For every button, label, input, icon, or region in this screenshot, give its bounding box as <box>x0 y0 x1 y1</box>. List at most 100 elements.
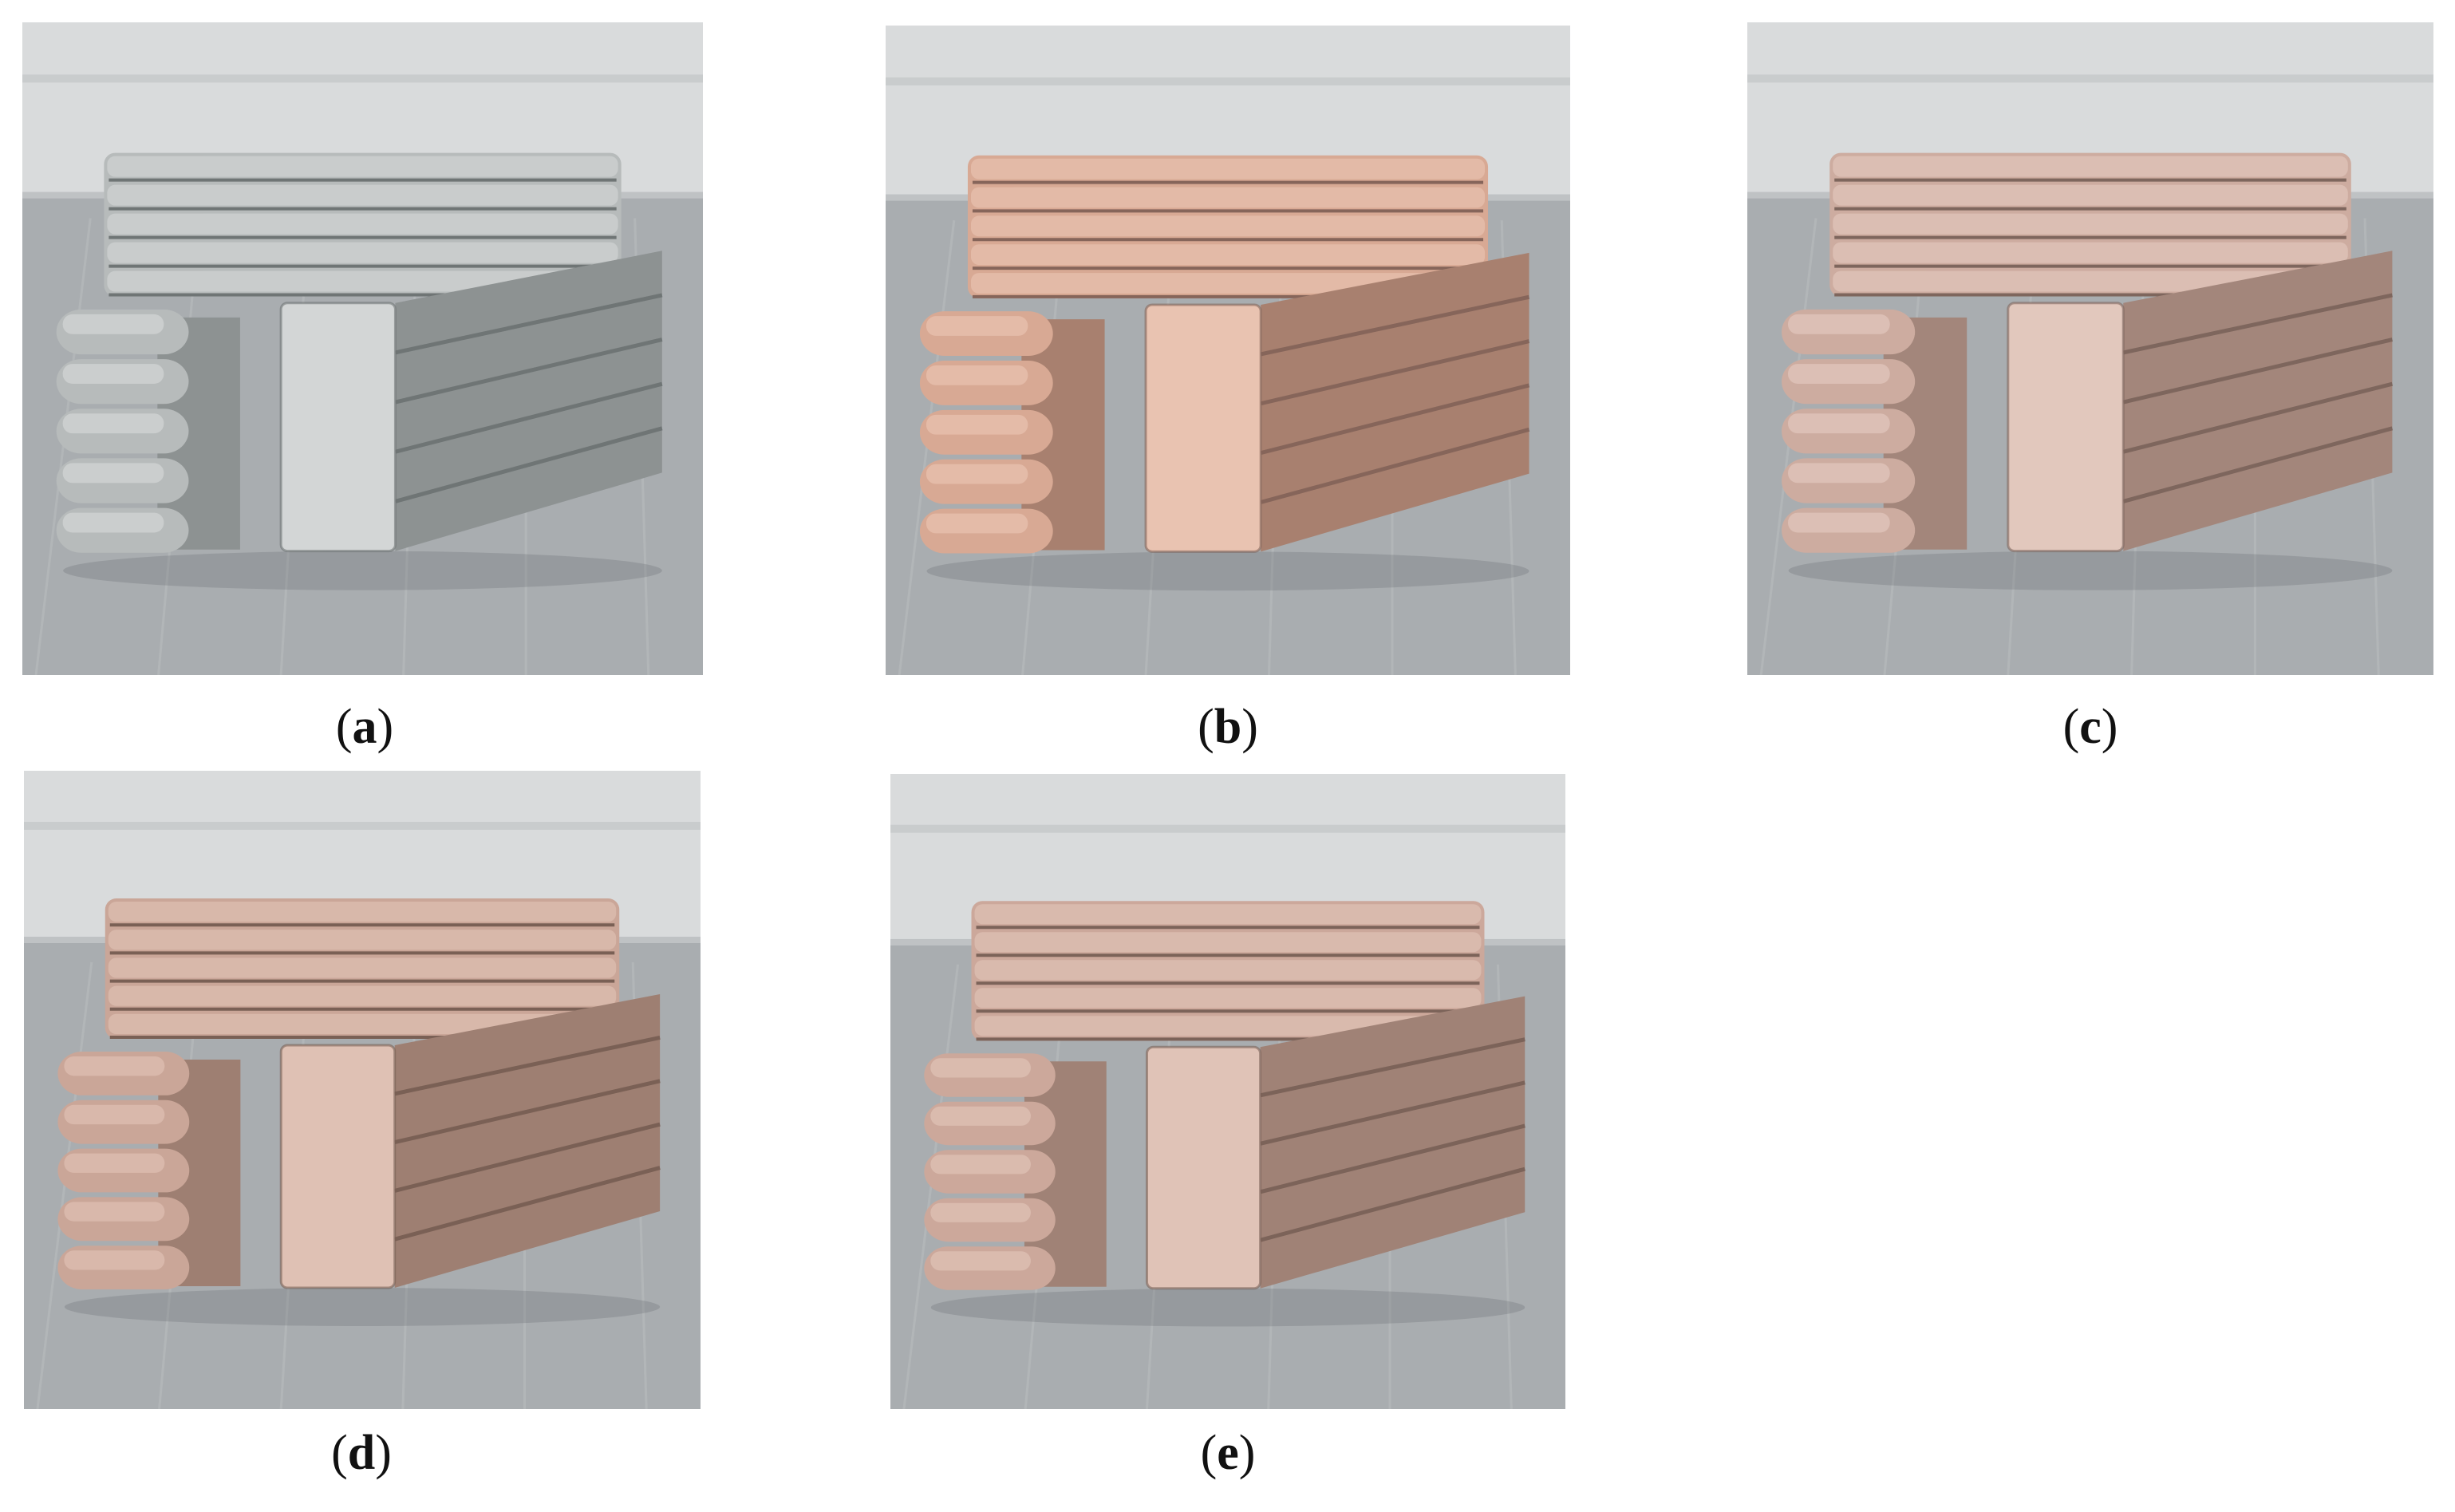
top-block-layer <box>974 932 1482 953</box>
right-block-side <box>1260 996 1525 1289</box>
right-block-layer-groove <box>1260 427 1530 504</box>
blocks-shadow <box>930 1288 1525 1327</box>
left-block-highlight <box>62 364 164 384</box>
right-block-layer-groove <box>2122 426 2394 503</box>
top-block-layer <box>970 244 1486 266</box>
right-block-layer-groove <box>2122 293 2393 355</box>
left-block-highlight <box>930 1155 1031 1174</box>
table-scratch <box>902 964 960 1409</box>
right-block-cut-face <box>281 302 396 551</box>
photo-panel-e <box>890 774 1565 1409</box>
right-block-layer-groove <box>394 426 663 503</box>
right-block-layer-groove <box>394 1035 661 1096</box>
right-block-layer-groove <box>394 1122 661 1193</box>
photo-panel-a <box>22 22 703 675</box>
wall-seam <box>1747 74 2433 83</box>
right-block-cut-face <box>281 1045 395 1288</box>
right-block-side <box>395 251 662 551</box>
top-block-layer <box>107 156 618 177</box>
right-block-layer-groove <box>2122 381 2394 454</box>
right-block-face-outline <box>2007 302 2125 553</box>
top-block-layer <box>108 902 617 922</box>
top-block-layer <box>974 960 1482 981</box>
left-block-highlight <box>926 464 1028 484</box>
printed-blocks-photo-d <box>24 771 701 1409</box>
wall-seam <box>886 77 1570 86</box>
top-block-layer <box>107 242 618 263</box>
left-block-highlight <box>926 513 1028 534</box>
caption-b: (b) <box>1198 700 1258 754</box>
left-block-highlight <box>62 314 164 334</box>
left-block-highlight <box>926 414 1028 435</box>
top-block-layer <box>1833 242 2348 263</box>
left-block-highlight <box>1788 413 1890 434</box>
top-block-layer <box>108 930 617 950</box>
caption-d: (d) <box>331 1426 392 1480</box>
left-block-highlight <box>930 1106 1031 1126</box>
left-block-highlight <box>64 1153 165 1173</box>
right-block-layer-groove <box>1260 339 1530 406</box>
printed-blocks-photo-c <box>1747 22 2433 675</box>
right-block-layer-groove <box>394 381 663 454</box>
top-block-layer <box>970 187 1486 208</box>
right-block-layer-groove <box>1259 1167 1525 1242</box>
left-block-highlight <box>62 463 164 484</box>
top-block-layer <box>1833 184 2348 206</box>
right-block-layer-groove <box>1260 1037 1525 1098</box>
left-block-highlight <box>930 1251 1031 1271</box>
top-block-layer <box>970 158 1486 180</box>
right-block-side <box>2123 251 2393 551</box>
left-block-highlight <box>62 512 164 533</box>
left-block-highlight <box>926 365 1028 385</box>
right-block-face-outline <box>279 1044 397 1289</box>
blocks-shadow <box>64 1288 661 1326</box>
table-scratch <box>34 218 92 675</box>
top-block-layer <box>108 985 617 1006</box>
photo-panel-c <box>1747 22 2433 675</box>
right-block-layer-groove <box>394 1079 661 1145</box>
top-block-layer <box>1833 156 2348 177</box>
left-block-highlight <box>1788 463 1890 484</box>
photo-panel-d <box>24 771 701 1409</box>
wall-seam <box>24 822 701 830</box>
printed-blocks-photo-b <box>886 26 1570 675</box>
right-block-layer-groove <box>394 1166 661 1242</box>
left-block-highlight <box>930 1202 1031 1222</box>
top-block-layer <box>970 215 1486 237</box>
top-block-layer <box>974 988 1482 1009</box>
right-block-cut-face <box>2007 302 2124 551</box>
caption-e: (e) <box>1200 1426 1256 1480</box>
left-block-highlight <box>1788 364 1890 384</box>
left-block-highlight <box>64 1104 165 1125</box>
right-block-side <box>1261 252 1529 552</box>
top-block-layer <box>107 213 618 235</box>
top-block-layer <box>1833 213 2348 235</box>
right-block-layer-groove <box>1260 1123 1525 1194</box>
right-block-cut-face <box>1147 1047 1261 1289</box>
right-block-layer-groove <box>1260 1080 1525 1146</box>
wall-seam <box>890 824 1565 833</box>
left-block-highlight <box>64 1056 165 1076</box>
caption-c: (c) <box>2062 700 2118 754</box>
blocks-shadow <box>63 551 662 590</box>
top-block-layer <box>107 184 618 206</box>
left-block-highlight <box>1788 314 1890 334</box>
right-block-side <box>394 994 661 1288</box>
table-scratch <box>36 961 93 1409</box>
left-block-highlight <box>926 316 1028 336</box>
top-block-layer <box>108 957 617 978</box>
left-block-highlight <box>64 1202 165 1222</box>
right-block-layer-groove <box>394 293 663 355</box>
blocks-shadow <box>926 551 1529 591</box>
right-block-cut-face <box>1146 305 1261 552</box>
right-block-layer-groove <box>2122 338 2393 405</box>
wall-seam <box>22 74 703 83</box>
left-block-highlight <box>62 413 164 434</box>
printed-blocks-photo-e <box>890 774 1565 1409</box>
right-block-face-outline <box>279 302 397 553</box>
top-block-layer <box>974 904 1482 925</box>
left-block-highlight <box>1788 512 1890 533</box>
right-block-face-outline <box>1145 1045 1262 1290</box>
blocks-shadow <box>1788 551 2393 590</box>
right-block-face-outline <box>1144 303 1262 553</box>
